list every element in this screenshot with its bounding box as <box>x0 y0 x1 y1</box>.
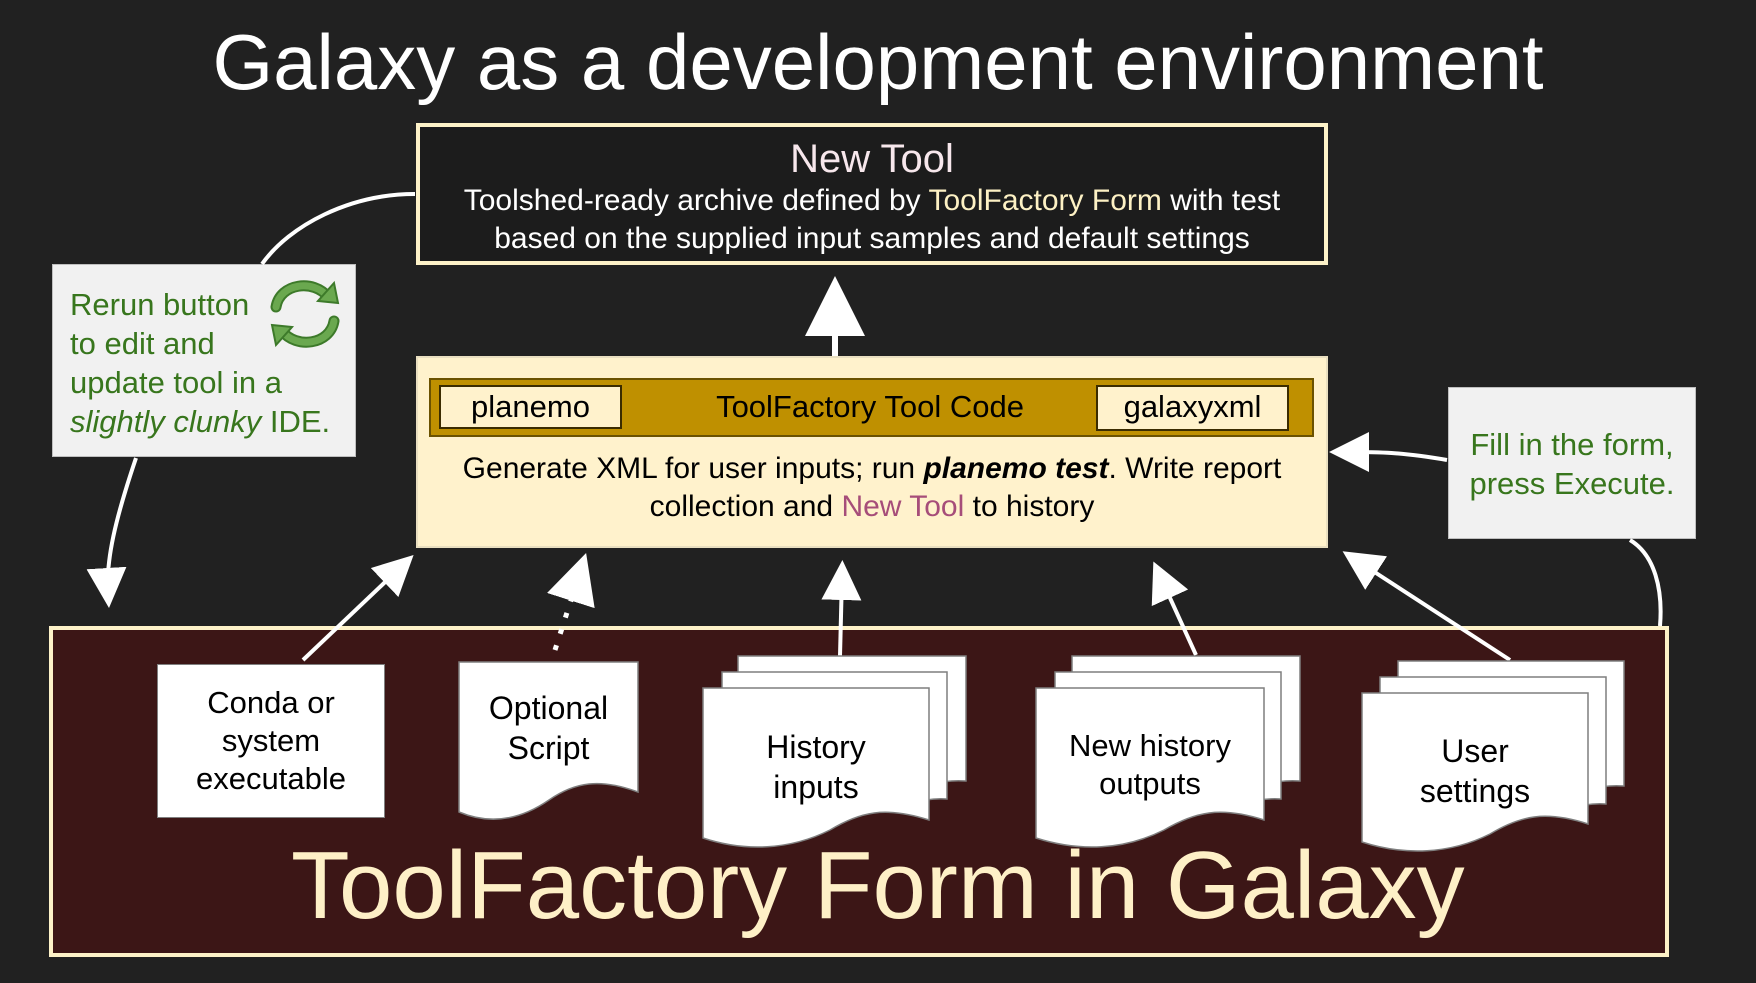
planemo-label: planemo <box>439 385 622 429</box>
arrow-new-outputs <box>1151 561 1198 656</box>
tool-code-title: ToolFactory Tool Code <box>716 389 1024 424</box>
galaxyxml-label: galaxyxml <box>1096 385 1289 431</box>
new-tool-desc-part1: Toolshed-ready archive defined by <box>463 184 929 217</box>
fill-form-note: Fill in the form, press Execute. <box>1448 387 1696 539</box>
fill-line-2: press Execute. <box>1469 466 1675 501</box>
rerun-line-3: update tool in a <box>70 365 283 400</box>
arrow-newtool-curve <box>260 192 416 266</box>
rerun-line-1: Rerun button <box>70 287 250 322</box>
code-desc-em: planemo test <box>923 452 1109 485</box>
arrow-user-settings <box>1342 551 1512 662</box>
tool-code-description: Generate XML for user inputs; run planem… <box>424 450 1320 526</box>
conda-line-3: executable <box>196 761 346 796</box>
user-settings-label: User settings <box>1362 731 1588 811</box>
user-settings-line-2: settings <box>1419 773 1531 809</box>
new-tool-title: New Tool <box>790 137 954 181</box>
fill-line-1: Fill in the form, <box>1470 427 1674 462</box>
new-tool-desc-highlight: ToolFactory Form <box>928 184 1162 217</box>
rerun-line-2: to edit and <box>70 326 215 361</box>
arrow-script <box>547 552 595 651</box>
script-line-1: Optional <box>488 690 609 726</box>
new-tool-description: Toolshed-ready archive defined by ToolFa… <box>420 182 1324 258</box>
toolfactory-form-title: ToolFactory Form in Galaxy <box>291 832 1465 939</box>
history-inputs-line-1: History <box>766 729 866 765</box>
arrow-form-to-fill <box>1628 538 1663 627</box>
user-settings-doc-1 <box>1361 692 1589 852</box>
history-inputs-doc-1 <box>702 687 930 848</box>
conda-line-2: system <box>221 723 321 758</box>
page-title: Galaxy as a development environment <box>212 18 1544 106</box>
refresh-icon <box>270 280 340 348</box>
rerun-line-4-em: slightly clunky <box>70 404 262 439</box>
arrow-rerun-to-form <box>86 457 138 608</box>
new-outputs-line-1: New history <box>1069 728 1231 763</box>
arrow-history-inputs <box>821 560 862 657</box>
new-tool-box: New Tool Toolshed-ready archive defined … <box>416 123 1328 265</box>
arrow-fill-to-code <box>1329 432 1448 473</box>
code-desc-highlight: New Tool <box>841 490 965 523</box>
new-tool-desc-part2: with test based on the supplied input sa… <box>494 184 1281 255</box>
code-desc-part2: . Write report collection and <box>649 452 1282 523</box>
script-line-2: Script <box>507 730 590 766</box>
code-desc-part1: Generate XML for user inputs; run <box>462 452 924 485</box>
conda-executable-card: Conda or system executable <box>157 664 385 818</box>
history-inputs-label: History inputs <box>703 727 929 807</box>
history-inputs-line-2: inputs <box>773 769 859 805</box>
script-card-label: Optional Script <box>459 688 638 768</box>
rerun-line-4-rest: IDE. <box>261 404 331 439</box>
user-settings-line-1: User <box>1441 733 1509 769</box>
code-desc-part3: to history <box>964 490 1095 523</box>
conda-line-1: Conda or <box>207 685 335 720</box>
script-document <box>458 661 639 820</box>
new-outputs-line-2: outputs <box>1099 766 1201 801</box>
arrow-conda <box>301 554 414 662</box>
new-outputs-doc-1 <box>1035 687 1265 848</box>
new-outputs-label: New history outputs <box>1036 727 1264 803</box>
rerun-line-4: slightly clunky IDE. <box>70 402 355 441</box>
rerun-note: Rerun button to edit and update tool in … <box>52 264 356 457</box>
